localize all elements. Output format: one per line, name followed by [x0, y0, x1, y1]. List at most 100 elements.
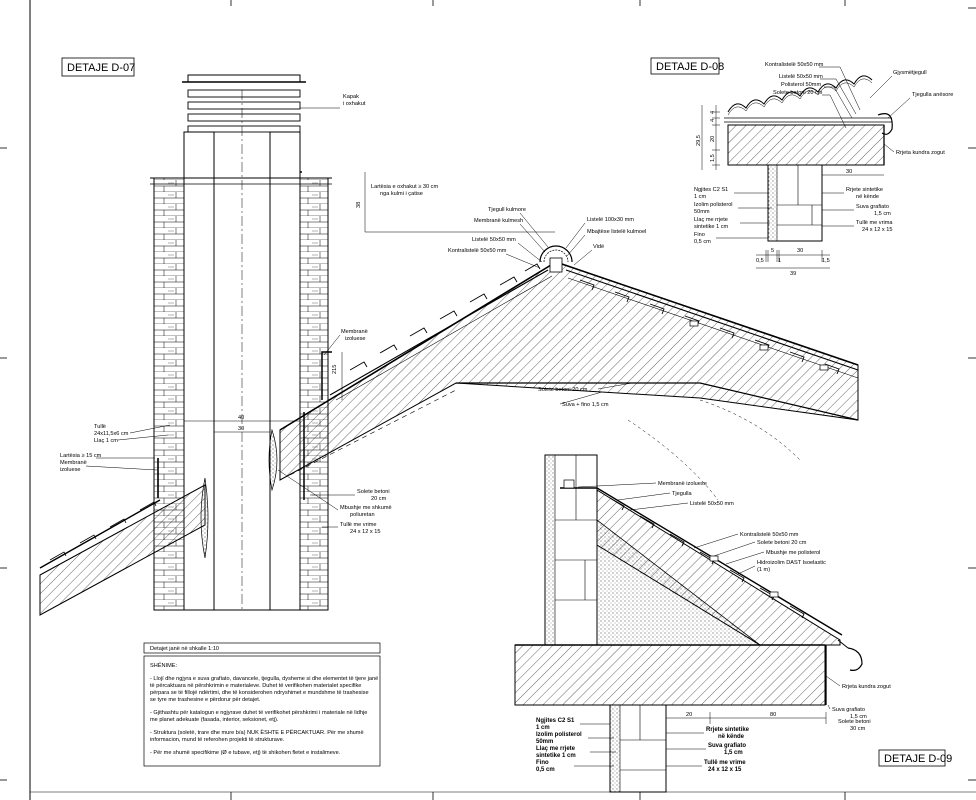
- label-suva-fino: Suva + fino 1,5 cm: [562, 402, 609, 408]
- d08-right-1: në kënde: [856, 194, 879, 200]
- d09-label-tjegulla: Tjegulla: [672, 491, 692, 497]
- note-2-1: informacion, mund të referohen projekti …: [150, 737, 285, 743]
- d08-left-6: Fino: [694, 232, 705, 238]
- label-larsia-1: Lartësia e oxhakut ≥ 30 cm: [371, 184, 438, 190]
- notes-header: Detajet janë në shkalle 1:10: [150, 646, 219, 652]
- d09-left-0: Ngjites C2 S1: [536, 718, 575, 724]
- dim-38: 38: [356, 202, 362, 208]
- note-2-0: - Struktura (soletë, trare dhe mure b/a)…: [150, 729, 364, 736]
- label-solete-20-a: Solete betoni: [357, 489, 390, 495]
- label-lartesia-15-m: Membranë: [60, 460, 87, 466]
- d08-label-gjysmetjegull: Gjysmëtjegull: [893, 70, 927, 76]
- d09-label-rrjeta: Rrjeta kundra zogut: [842, 684, 891, 690]
- label-membrane-1: Membranë: [341, 329, 368, 335]
- d08-right-5: 24 x 12 x 15: [862, 227, 892, 233]
- d08-dim-2: 20: [710, 136, 716, 142]
- d09-label-mbushje: Mbushje me polisterol: [766, 550, 820, 556]
- d09-right-5: 24 x 12 x 15: [708, 767, 742, 773]
- d09-label-suva-1: Suva grafiato: [832, 707, 865, 713]
- d08-label-rrjeta: Rrjeta kundra zogut: [896, 150, 945, 156]
- label-kapak-2: i oxhakut: [343, 101, 366, 107]
- label-membrane-kulmesh: Membranë kulmesh: [474, 218, 523, 224]
- note-3-0: - Për me shumë specifikime (Ø e tubave, …: [150, 750, 341, 756]
- d08-dim-3: 29,5: [696, 135, 702, 146]
- dim-30: 30: [238, 426, 244, 432]
- label-lartesia-15: Lartësia ≥ 15 cm: [60, 453, 102, 459]
- notes-title: SHËNIME:: [150, 662, 177, 669]
- title-box-d08: [650, 57, 720, 75]
- d09-right-4: Tullë me vrime: [704, 760, 746, 766]
- label-tulle-vrime-a: Tullë me vrime: [340, 522, 376, 528]
- d08-left-1: 1 cm: [694, 194, 706, 200]
- d08-label-kontralistele: Kontralistelë 50x50 mm: [765, 62, 824, 68]
- d09-label-suva-2: 1,5 cm: [850, 714, 867, 720]
- detail-d08: DETAJE D-08 4 4 20 29,5 1,5 30: [650, 57, 953, 277]
- d08-left-7: 0,5 cm: [694, 239, 711, 245]
- label-lartesia-15-i: izoluese: [60, 467, 81, 473]
- d08-dimb-1: 5: [771, 248, 774, 254]
- notes-panel: Detajet janë në shkalle 1:10 SHËNIME: - …: [143, 642, 381, 767]
- label-tulle-vrime-b: 24 x 12 x 15: [350, 529, 380, 535]
- d08-left-0: Ngjites C2 S1: [694, 187, 728, 193]
- note-1-1: me planet adekuate (fasada, interior, se…: [150, 717, 279, 723]
- label-solete-20-b: 20 cm: [371, 496, 387, 502]
- title-box-d07: [61, 57, 135, 77]
- d08-right-4: Tullë me vrima: [856, 220, 893, 226]
- d08-label-solete: Solete betoni 20 cm: [773, 90, 823, 96]
- d09-dim-20: 20: [686, 712, 692, 718]
- d08-dimb-4: 1,5: [822, 258, 830, 264]
- d09-dim-80: 80: [770, 712, 776, 718]
- d09-label-hidroizolim-1: Hidroizolim DAST Isoelastic: [757, 560, 826, 566]
- label-membrane-2: izoluese: [345, 336, 366, 342]
- d08-left-4: Llaç me rrjete: [694, 217, 728, 223]
- d09-label-solete: Solete betoni 20 cm: [757, 540, 807, 546]
- title-box-d09: [878, 749, 946, 767]
- note-0-0: - Llojï dhe ngjyra e suva grafiato, dava…: [150, 676, 378, 682]
- label-mbushje-a: Mbushje me shkumë: [340, 505, 392, 511]
- d08-dimb-3: 30: [797, 248, 803, 254]
- d09-left-2: Izolim polisterol: [536, 732, 582, 738]
- d08-dim-4: 1,5: [710, 154, 716, 162]
- title-d07: DETAJE D-07: [67, 62, 135, 74]
- title-d09: DETAJE D-09: [884, 753, 952, 765]
- d07-annotations: Kapak i oxhakut Lartësia e oxhakut ≥ 30 …: [60, 94, 646, 535]
- d09-left-3: 50mm: [536, 739, 553, 745]
- d09-label-listele: Listelë 50x50 mm: [690, 501, 734, 507]
- note-0-1: të përcaktuara në përshkrimin e material…: [150, 683, 361, 689]
- label-larsia-2: nga kulmi i çatise: [380, 191, 423, 197]
- note-1-0: - Gjithashtu për katalogun e ngjyrave du…: [150, 710, 367, 716]
- d09-right-2: Suva grafiato: [708, 743, 746, 749]
- d09-label-membrane: Membranë izoluese: [658, 481, 707, 487]
- dim-215: 215: [332, 365, 338, 374]
- d08-dim-39: 39: [790, 271, 796, 277]
- d08-label-polisterol: Polisterol 50mm: [781, 82, 821, 88]
- d09-right-0: Rrjete sintetike: [706, 727, 750, 733]
- d08-left-2: Izolim polisterol: [694, 202, 733, 208]
- d09-left-6: Fino: [536, 760, 549, 766]
- title-d08: DETAJE D-08: [656, 61, 724, 73]
- d09-left-1: 1 cm: [536, 725, 550, 731]
- d09-right-3: 1,5 cm: [724, 750, 743, 756]
- d08-right-3: 1,5 cm: [874, 211, 891, 217]
- d08-left-3: 50mm: [694, 209, 710, 215]
- d09-label-hidroizolim-2: (1 m): [757, 567, 770, 573]
- label-mbajtese: Mbajtëse listelë kulmoel: [587, 229, 646, 235]
- d08-left-5: sintetike 1 cm: [694, 224, 729, 230]
- label-kontralistele-50: Kontralistelë 50x50 mm: [448, 248, 507, 254]
- roof-left-lower: [39, 458, 206, 616]
- label-solete-betoni: Solete betoni 20 cm: [538, 387, 588, 393]
- detail-d09: DETAJE D-09 20: [514, 454, 952, 793]
- label-tulle-1: Tullë: [94, 424, 106, 430]
- label-tjegull-kulmore: Tjegull kulmore: [488, 207, 526, 213]
- d08-label-listele: Listelë 50x50 mm: [779, 74, 823, 80]
- d09-left-7: 0,5 cm: [536, 767, 555, 773]
- d09-label-solete30-2: 30 cm: [850, 726, 866, 732]
- d08-dimb-2: 1: [778, 258, 781, 264]
- d08-dimb-0: 0,5: [756, 258, 764, 264]
- label-tulle-3: Llaç 1 cm: [94, 438, 118, 444]
- d08-dim-30: 30: [846, 169, 852, 175]
- label-vide: Vidë: [593, 244, 604, 250]
- label-listele-50: Listelë 50x50 mm: [472, 237, 516, 243]
- d09-label-solete30-1: Solete betoni: [838, 719, 871, 725]
- d09-left-5: sintetike 1 cm: [536, 753, 576, 759]
